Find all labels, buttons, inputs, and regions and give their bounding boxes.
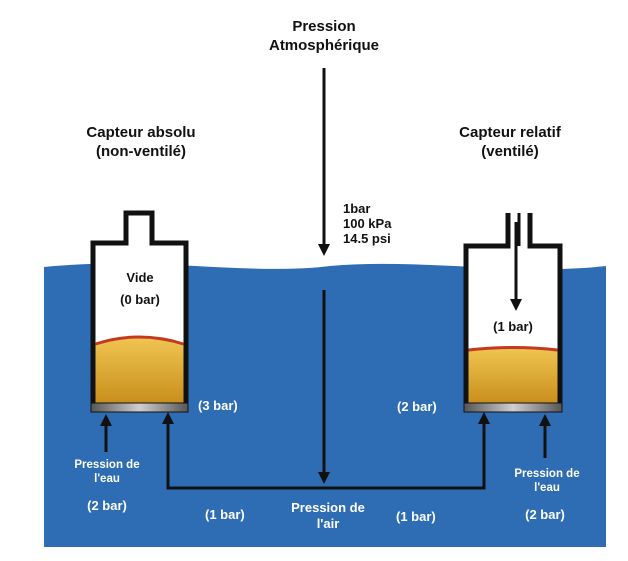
vacuum-value: (0 bar) [120, 292, 160, 308]
air-pressure-label-line1: Pression de [291, 500, 365, 515]
absolute-sensor [90, 210, 189, 413]
air-right-value: (1 bar) [396, 509, 436, 524]
absolute-water-value: (2 bar) [87, 498, 127, 513]
relative-total-pressure: (2 bar) [397, 399, 437, 414]
absolute-sensor-diaphragm-edge [95, 335, 184, 346]
relative-sensor-title-line2: (ventilé) [481, 142, 539, 160]
absolute-total-pressure: (3 bar) [198, 398, 238, 413]
air-left-value: (1 bar) [205, 507, 245, 522]
relative-sensor [463, 213, 563, 413]
relative-water-value: (2 bar) [525, 507, 565, 522]
absolute-water-label: Pression de l'eau [62, 458, 152, 487]
absolute-water-label-line1: Pression de [74, 459, 140, 471]
atmosphere-values: 1bar 100 kPa 14.5 psi [343, 201, 392, 247]
absolute-sensor-base [90, 402, 189, 413]
atmosphere-value-bar: 1bar [343, 201, 371, 216]
atmosphere-value-kpa: 100 kPa [343, 215, 392, 231]
absolute-sensor-title: Capteur absolu (non-ventilé) [66, 124, 216, 162]
air-pressure-path [166, 424, 486, 490]
absolute-sensor-title-line1: Capteur absolu [86, 124, 196, 141]
absolute-water-label-line2: l'eau [94, 473, 120, 486]
relative-sensor-base [463, 402, 563, 413]
relative-inside-value: (1 bar) [493, 319, 533, 334]
atmosphere-value-psi: 14.5 psi [343, 230, 391, 246]
relative-sensor-title-line1: Capteur relatif [459, 124, 561, 141]
relative-sensor-diaphragm-edge [468, 346, 558, 352]
air-pressure-label: Pression de l'air [278, 500, 378, 533]
vacuum-label-text: Vide [126, 270, 154, 285]
absolute-sensor-diaphragm [95, 337, 184, 403]
relative-water-label-line2: l'eau [534, 482, 560, 495]
relative-sensor-diaphragm [468, 347, 558, 403]
vacuum-label: Vide (0 bar) [100, 270, 180, 309]
air-pressure-label-line2: l'air [316, 516, 340, 532]
atmosphere-title: Pression Atmosphérique [257, 18, 391, 56]
atmosphere-title-line2: Atmosphérique [268, 36, 379, 54]
atmosphere-title-line1: Pression [292, 18, 356, 35]
relative-water-label: Pression de l'eau [502, 467, 592, 496]
absolute-sensor-title-line2: (non-ventilé) [96, 142, 186, 160]
relative-sensor-title: Capteur relatif (ventilé) [435, 124, 585, 162]
relative-water-label-line1: Pression de [514, 468, 580, 480]
